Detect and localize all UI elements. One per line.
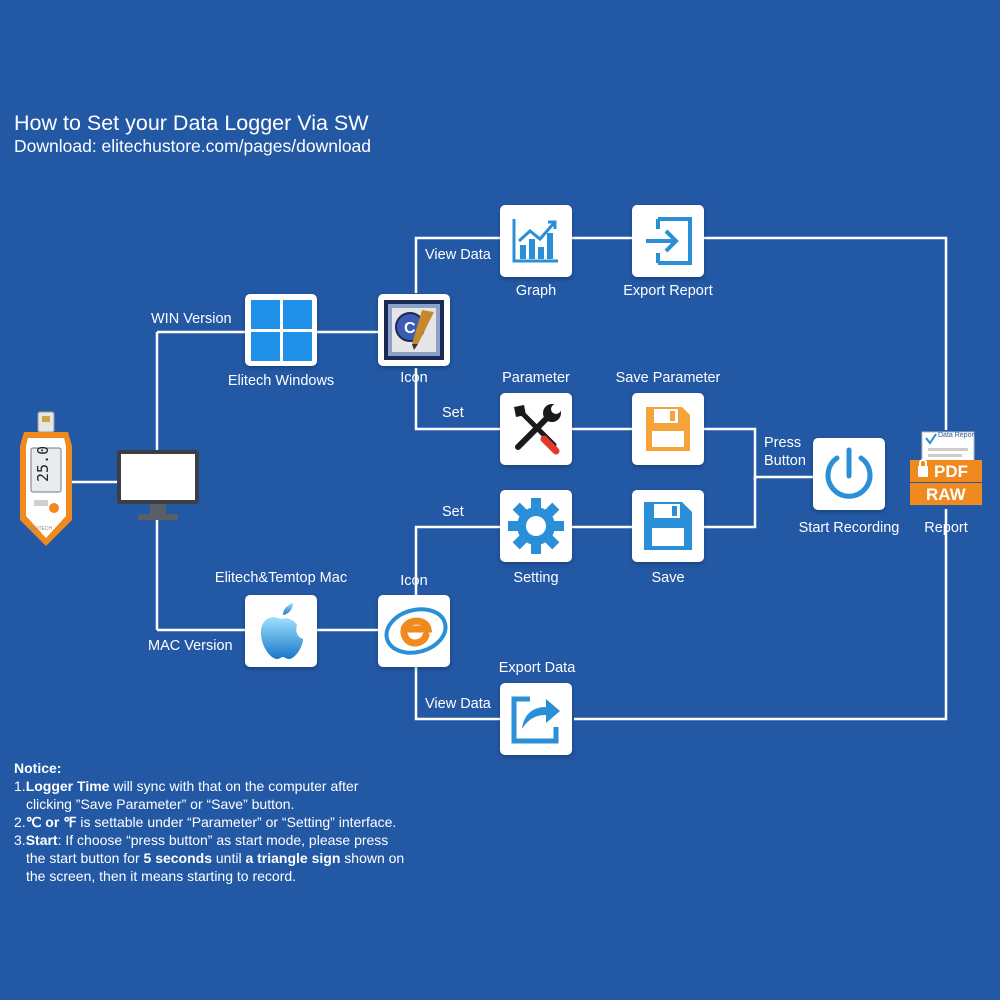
save-floppy-icon — [644, 502, 692, 550]
win-version-label: WIN Version — [151, 311, 232, 327]
win-icon-label: Icon — [400, 370, 428, 386]
export-report-label: Export Report — [623, 283, 713, 299]
computer-monitor-icon — [116, 448, 200, 524]
download-link: Download: elitechustore.com/pages/downlo… — [14, 136, 372, 156]
graph-tile[interactable] — [500, 205, 572, 277]
device-display-value: 25.0 — [34, 445, 52, 482]
notice-item-1-cont: clicking ”Save Parameter” or “Save” butt… — [26, 796, 295, 812]
mac-set-line — [414, 525, 500, 595]
elitech-windows-software-icon: C — [384, 300, 444, 360]
win-set-line — [414, 368, 500, 431]
mac-software-icon-tile[interactable] — [378, 595, 450, 667]
svg-text:C: C — [404, 320, 416, 337]
save-to-start-line — [704, 476, 757, 529]
export-report-icon — [646, 217, 692, 265]
export-report-to-report-line — [704, 236, 948, 430]
save-parameter-to-start-line — [704, 427, 757, 480]
win-view-data-line — [414, 236, 500, 293]
mac-version-label: MAC Version — [148, 638, 233, 654]
power-icon — [825, 447, 873, 499]
view-data-label-mac: View Data — [425, 696, 491, 712]
mac-icon-label: Icon — [400, 573, 428, 589]
notice-item-2: 2.℃ or ℉ is settable under “Parameter” o… — [14, 814, 397, 830]
elitech-temtop-mac-app-tile[interactable] — [245, 595, 317, 667]
elitech-mac-software-icon — [384, 607, 448, 655]
save-tile[interactable] — [632, 490, 704, 562]
export-data-to-report-line — [574, 509, 948, 721]
graph-label: Graph — [515, 283, 557, 299]
press-button-label: Press Button — [764, 435, 806, 469]
setting-label: Setting — [513, 570, 559, 586]
save-label: Save — [651, 570, 685, 586]
elitech-temtop-mac-label: Elitech&Temtop Mac — [214, 570, 348, 586]
device-brand: ELITECH — [31, 526, 53, 532]
win-software-icon-tile[interactable]: C — [378, 294, 450, 366]
notice-item-1: 1.Logger Time will sync with that on the… — [14, 778, 359, 794]
save-parameter-tile[interactable] — [632, 393, 704, 465]
save-parameter-label: Save Parameter — [615, 370, 721, 386]
parameter-label: Parameter — [502, 370, 570, 386]
set-label-mac: Set — [442, 504, 464, 520]
parameter-tile[interactable] — [500, 393, 572, 465]
setting-tile[interactable] — [500, 490, 572, 562]
set-label-win: Set — [442, 405, 464, 421]
export-data-tile[interactable] — [500, 683, 572, 755]
notice-item-3-cont2: the screen, then it means starting to re… — [26, 868, 297, 884]
view-data-label-win: View Data — [425, 247, 491, 263]
export-report-tile[interactable] — [632, 205, 704, 277]
graph-icon — [512, 219, 558, 263]
data-logger-device: ELITECH 25.0 — [18, 410, 74, 550]
notice-section: Notice: 1.Logger Time will sync with tha… — [14, 759, 474, 885]
export-data-label: Export Data — [498, 660, 576, 676]
elitech-windows-app-tile[interactable] — [245, 294, 317, 366]
elitech-windows-label: Elitech Windows — [227, 373, 335, 389]
start-recording-label: Start Recording — [798, 520, 900, 536]
start-recording-tile[interactable] — [813, 438, 885, 510]
report-label: Report — [924, 520, 968, 536]
mac-view-data-line — [414, 667, 500, 721]
share-export-icon — [511, 696, 560, 744]
tools-icon — [514, 404, 561, 455]
notice-item-3: 3.Start: If choose “press button” as sta… — [14, 832, 389, 848]
notice-item-3-cont: the start button for 5 seconds until a t… — [26, 850, 405, 866]
windows-logo-icon — [251, 300, 312, 361]
pdf-label: PDF — [934, 462, 968, 481]
apple-logo-icon — [261, 603, 303, 659]
notice-heading: Notice: — [14, 760, 62, 776]
raw-label: RAW — [926, 485, 966, 504]
report-badge-icon[interactable]: Data Report PDF RAW — [908, 430, 984, 510]
report-doc-label: Data Report — [938, 432, 976, 439]
page-title: How to Set your Data Logger Via SW — [14, 111, 369, 135]
save-parameter-floppy-icon — [646, 407, 690, 451]
gear-icon — [508, 498, 564, 554]
